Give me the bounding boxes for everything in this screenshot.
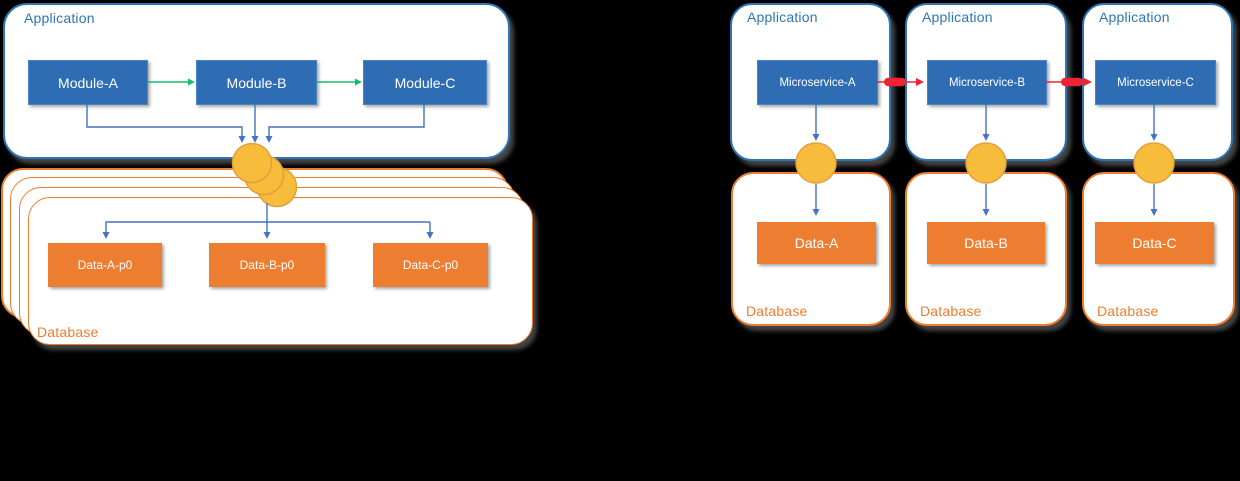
data-c-p0-label: Data-C-p0: [402, 258, 459, 272]
microservice-a-label: Microservice-A: [779, 76, 856, 89]
microservice-b-label: Microservice-B: [948, 76, 1026, 89]
microservice-b-box: Microservice-B: [927, 60, 1047, 105]
module-a-label: Module-A: [58, 74, 118, 91]
microservice-c-box: Microservice-C: [1095, 60, 1216, 105]
data-a-p0-box: Data-A-p0: [48, 243, 162, 287]
data-c-label: Data-C: [1132, 235, 1177, 251]
module-b-box: Module-B: [196, 60, 317, 105]
microservice-b-application-label: Application: [922, 9, 993, 25]
module-a-box: Module-A: [28, 60, 148, 105]
data-a-box: Data-A: [757, 222, 876, 264]
data-b-box: Data-B: [927, 222, 1045, 264]
microservice-c-label: Microservice-C: [1117, 76, 1194, 89]
microservice-a-box: Microservice-A: [757, 60, 878, 105]
data-b-p0-box: Data-B-p0: [209, 243, 325, 287]
data-c-box: Data-C: [1095, 222, 1214, 264]
data-a-label: Data-A: [794, 235, 839, 251]
data-b-label: Data-B: [964, 235, 1008, 251]
microservice-a-database-label: Database: [746, 303, 808, 319]
microservice-c-database-label: Database: [1097, 303, 1159, 319]
data-a-p0-label: Data-A-p0: [77, 258, 133, 272]
module-c-label: Module-C: [394, 74, 456, 91]
monolith-application-label: Application: [24, 10, 95, 26]
module-b-label: Module-B: [226, 74, 287, 91]
data-b-p0-label: Data-B-p0: [239, 258, 295, 272]
monolith-database-label: Database: [37, 324, 99, 340]
module-c-box: Module-C: [363, 60, 487, 105]
microservice-a-application-label: Application: [747, 9, 818, 25]
microservice-b-database-label: Database: [920, 303, 982, 319]
microservice-c-application-label: Application: [1099, 9, 1170, 25]
data-c-p0-box: Data-C-p0: [373, 243, 488, 287]
